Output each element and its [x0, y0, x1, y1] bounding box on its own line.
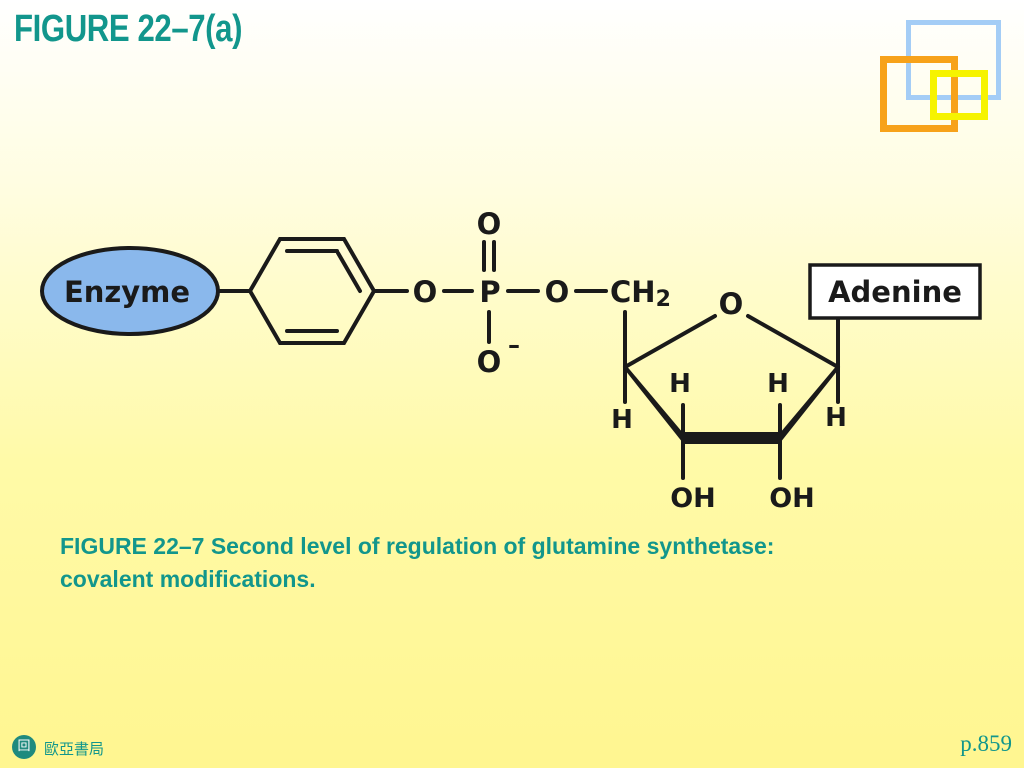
bond-ring-o-c1: [746, 314, 840, 369]
caption-line-2: covalent modifications.: [60, 566, 316, 592]
atom-o-ester1: O: [413, 275, 438, 309]
figure-caption: FIGURE 22–7 Second level of regulation o…: [60, 530, 980, 596]
publisher-name: 歐亞書局: [44, 740, 105, 758]
atom-phosphorus: P: [479, 275, 500, 309]
bond-c4-ring-o: [623, 314, 717, 369]
benzene-inner-bond-3: [336, 251, 362, 293]
page-number: p.859: [960, 731, 1012, 756]
atom-o-ester2: O: [545, 275, 570, 309]
atom-oh-c2: OH: [769, 483, 815, 514]
atom-h-c2-up: H: [767, 369, 789, 399]
atom-ch2: CH2: [610, 275, 671, 312]
atom-o-double: O: [477, 207, 502, 241]
adenine-label: Adenine: [828, 275, 962, 309]
bold-bond-c3-c2: [681, 432, 782, 444]
decorative-square-yellow: [930, 70, 988, 120]
enzyme-label: Enzyme: [64, 275, 190, 309]
adenine-box: [808, 263, 982, 320]
atom-o-minus-charge: –: [508, 331, 520, 359]
benzene-ring: [247, 237, 377, 345]
atom-h-c3-up: H: [669, 369, 691, 399]
atom-o-minus: O: [477, 345, 502, 379]
publisher-logo-icon: 回: [12, 735, 36, 759]
atom-o-ring: O: [719, 287, 744, 321]
atom-h-c1-down: H: [825, 403, 847, 433]
wedge-bond-c4-c3: [625, 364, 683, 443]
slide-title: FIGURE 22–7(a): [14, 8, 243, 50]
wedge-bond-c1-c2: [780, 364, 838, 443]
atom-oh-c3: OH: [670, 483, 716, 514]
atom-h-c4-down: H: [611, 405, 633, 435]
caption-line-1: FIGURE 22–7 Second level of regulation o…: [60, 533, 775, 559]
chemical-structure-diagram: Enzyme Adenine O P O CH2 O O – O H H H H…: [40, 207, 982, 514]
decorative-square-orange: [880, 56, 958, 132]
